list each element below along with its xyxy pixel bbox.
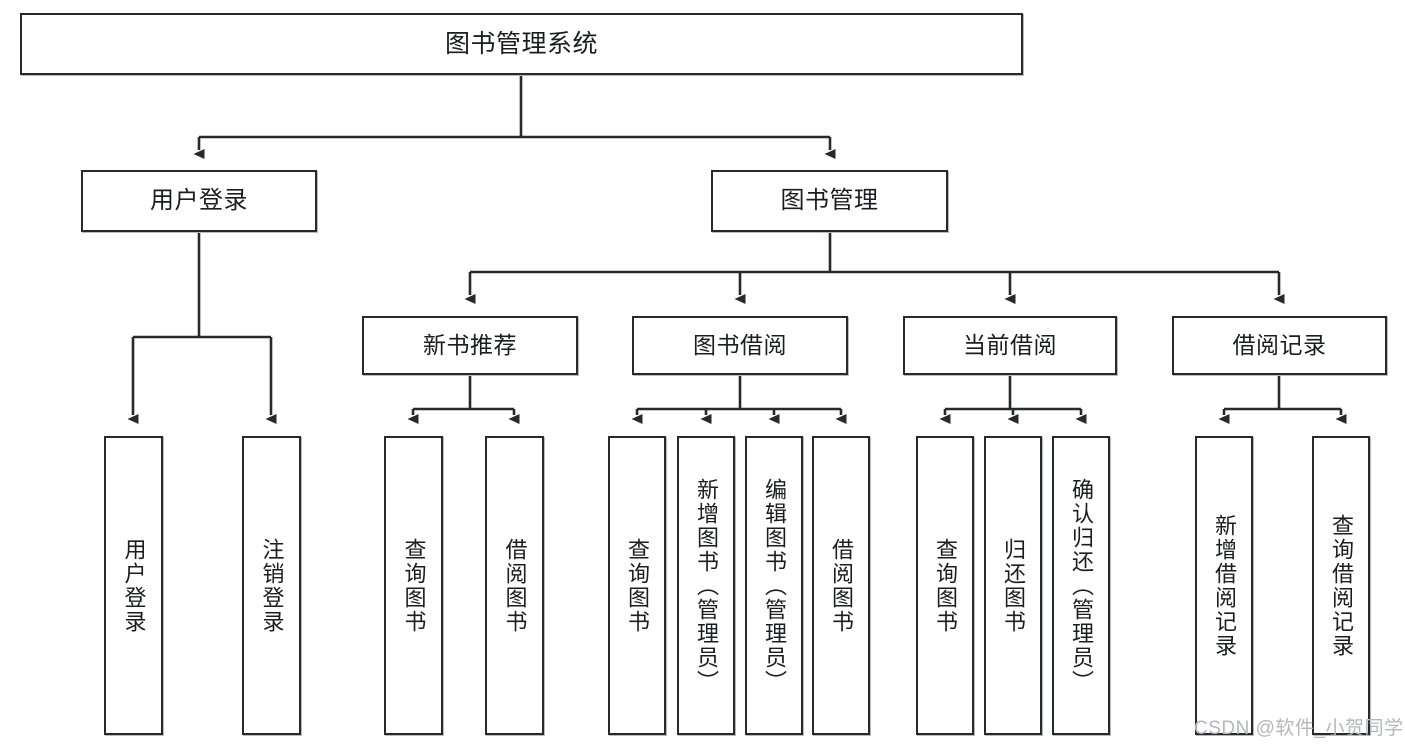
node-book-management-label: 图书管理: [780, 187, 879, 215]
node-borrow-record-label: 借阅记录: [1232, 332, 1327, 359]
node-leaf-borrow-book-2-label: 借阅图书: [829, 537, 854, 634]
node-leaf-edit-book-label: 编辑图书（管理员）: [762, 477, 787, 694]
node-leaf-query-book-2-label: 查询图书: [625, 537, 650, 634]
node-user-login-label: 用户登录: [150, 187, 248, 215]
node-leaf-add-book[interactable]: 新增图书（管理员）: [677, 436, 735, 735]
node-new-book-recommend-label: 新书推荐: [423, 332, 517, 359]
node-leaf-query-record-label: 查询借阅记录: [1329, 513, 1354, 658]
node-new-book-recommend[interactable]: 新书推荐: [362, 316, 578, 375]
node-leaf-user-login[interactable]: 用户登录: [104, 436, 163, 735]
node-current-borrow-label: 当前借阅: [963, 332, 1057, 359]
node-leaf-confirm-return-label: 确认归还（管理员）: [1069, 477, 1094, 694]
node-leaf-user-login-label: 用户登录: [121, 537, 147, 634]
node-leaf-query-book-1[interactable]: 查询图书: [384, 436, 443, 735]
node-leaf-query-book-3[interactable]: 查询图书: [916, 436, 974, 735]
node-leaf-logout-login-label: 注销登录: [259, 537, 285, 634]
node-leaf-return-book[interactable]: 归还图书: [984, 436, 1042, 735]
node-leaf-borrow-book-1-label: 借阅图书: [502, 537, 528, 634]
node-root-label: 图书管理系统: [444, 29, 598, 58]
node-leaf-borrow-book-2[interactable]: 借阅图书: [812, 436, 870, 735]
node-book-management[interactable]: 图书管理: [711, 170, 948, 232]
node-current-borrow[interactable]: 当前借阅: [903, 316, 1117, 375]
node-leaf-query-book-1-label: 查询图书: [401, 537, 427, 634]
node-leaf-add-record-label: 新增借阅记录: [1212, 513, 1237, 658]
node-borrow-record[interactable]: 借阅记录: [1172, 316, 1387, 375]
node-leaf-query-book-3-label: 查询图书: [933, 537, 958, 634]
node-user-login[interactable]: 用户登录: [81, 170, 317, 232]
node-book-borrow-label: 图书借阅: [693, 332, 787, 359]
node-book-borrow[interactable]: 图书借阅: [632, 316, 848, 375]
node-leaf-borrow-book-1[interactable]: 借阅图书: [485, 436, 544, 735]
node-root[interactable]: 图书管理系统: [20, 13, 1023, 75]
node-leaf-add-book-label: 新增图书（管理员）: [694, 477, 719, 694]
node-leaf-return-book-label: 归还图书: [1001, 537, 1026, 634]
node-leaf-logout-login[interactable]: 注销登录: [242, 436, 301, 735]
node-leaf-edit-book[interactable]: 编辑图书（管理员）: [745, 436, 803, 735]
node-leaf-add-record[interactable]: 新增借阅记录: [1195, 436, 1253, 735]
node-leaf-query-record[interactable]: 查询借阅记录: [1312, 436, 1370, 735]
node-leaf-query-book-2[interactable]: 查询图书: [608, 436, 666, 735]
node-leaf-confirm-return[interactable]: 确认归还（管理员）: [1052, 436, 1110, 735]
